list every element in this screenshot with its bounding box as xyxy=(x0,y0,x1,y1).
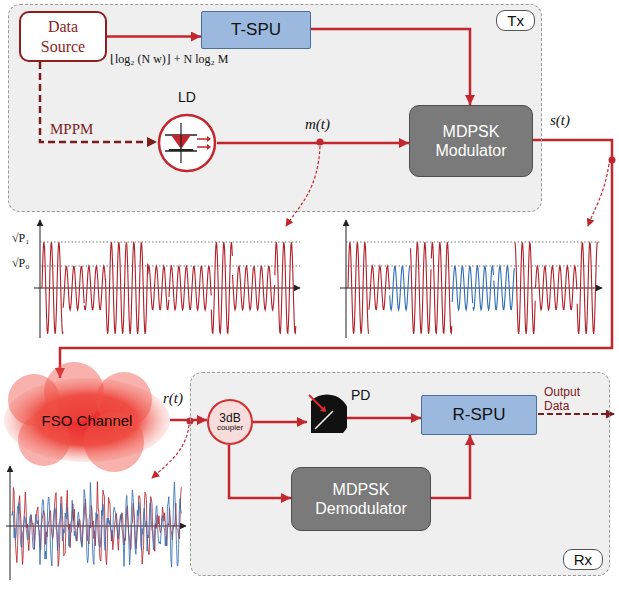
waveform xyxy=(148,266,169,310)
demodulator-box: MDPSK Demodulator xyxy=(291,467,431,531)
output-arrow xyxy=(538,413,614,415)
waveform xyxy=(515,243,536,334)
y-axis xyxy=(346,220,347,338)
waveform xyxy=(84,266,105,310)
signal-connector xyxy=(229,445,291,498)
source-box: Data Source xyxy=(19,11,107,62)
signal-connector xyxy=(431,435,470,498)
output-label: Output Data xyxy=(544,386,590,414)
transmitter-group: Tx Data Source T-SPU LD MDPSK Modulator xyxy=(8,4,542,212)
node-label: LD xyxy=(157,89,217,105)
y-axis xyxy=(10,466,11,580)
edge-label: s(t) xyxy=(550,112,570,129)
y-axis xyxy=(40,220,41,338)
signal-connector xyxy=(107,35,201,38)
photodiode-symbol xyxy=(307,393,347,443)
x-axis xyxy=(340,288,602,289)
noisy-waveform xyxy=(12,482,181,567)
waveform xyxy=(473,266,494,310)
edge-label: MPPM xyxy=(50,121,93,138)
waveform-plots xyxy=(6,220,602,580)
leader-lines xyxy=(152,139,616,479)
waveform xyxy=(369,266,390,310)
process-box: T-SPU xyxy=(201,11,311,49)
waveform xyxy=(390,266,411,310)
waveform xyxy=(411,242,432,333)
signal-connector xyxy=(347,417,421,420)
node-label: PD xyxy=(351,387,370,403)
node-label: R-SPU xyxy=(453,405,506,425)
waveform xyxy=(348,242,369,333)
waveforms xyxy=(12,242,598,567)
edge-label: m(t) xyxy=(305,116,330,133)
waveform xyxy=(42,242,63,333)
node-label: coupler xyxy=(217,424,243,432)
level-label: √P₁ xyxy=(12,232,29,246)
waveform xyxy=(431,242,452,333)
group-background xyxy=(8,4,610,576)
waveform xyxy=(494,266,515,310)
node-label: MDPSK Demodulator xyxy=(300,480,422,518)
level-line xyxy=(346,266,600,267)
waveform xyxy=(452,266,473,310)
node-label: FSO Channel xyxy=(42,412,133,429)
waveform xyxy=(275,242,296,333)
signal-connector xyxy=(311,29,470,105)
process-box: R-SPU xyxy=(421,395,537,435)
edge-label: r(t) xyxy=(163,390,183,407)
waveform xyxy=(190,266,211,310)
waveform xyxy=(127,243,148,334)
channel-cloud: FSO Channel xyxy=(4,378,170,462)
node-label: T-SPU xyxy=(231,20,281,40)
node-label: Tx xyxy=(496,10,535,31)
level-line xyxy=(346,242,600,243)
node-label: Rx xyxy=(563,549,603,570)
node-label: 3dB xyxy=(219,412,240,425)
node-label: MDPSK Modulator xyxy=(418,122,524,160)
coupler-circle: 3dBcoupler xyxy=(207,399,253,445)
waveform xyxy=(254,266,275,310)
waveform xyxy=(63,266,84,310)
waveform xyxy=(233,266,254,310)
leader-line xyxy=(588,164,609,226)
waveform xyxy=(106,242,127,333)
laser-diode: LD xyxy=(157,113,217,173)
level-label: √P₀ xyxy=(12,257,29,271)
photodiode: PD xyxy=(307,393,347,443)
signal-connector xyxy=(170,419,207,422)
level-line xyxy=(40,242,300,243)
signal-connector xyxy=(60,140,612,378)
signal-connector xyxy=(217,142,409,145)
signal-connector xyxy=(253,421,307,424)
laser-diode-symbol xyxy=(157,113,217,173)
waveform xyxy=(556,266,577,310)
waveform xyxy=(536,266,557,310)
edge-label: ⌊log₂ (N w)⌋ + N log₂ M xyxy=(110,52,228,67)
waveform xyxy=(211,242,232,333)
noisy-waveform xyxy=(12,482,181,567)
signal-connector xyxy=(40,62,157,142)
node-label: Data Source xyxy=(29,17,97,55)
waveform xyxy=(169,266,190,310)
x-axis xyxy=(34,288,300,289)
group-fill xyxy=(8,4,542,212)
modulator-box: MDPSK Modulator xyxy=(409,105,533,177)
waveform xyxy=(577,243,598,334)
group-fill xyxy=(190,372,610,576)
leader-line xyxy=(286,146,320,226)
